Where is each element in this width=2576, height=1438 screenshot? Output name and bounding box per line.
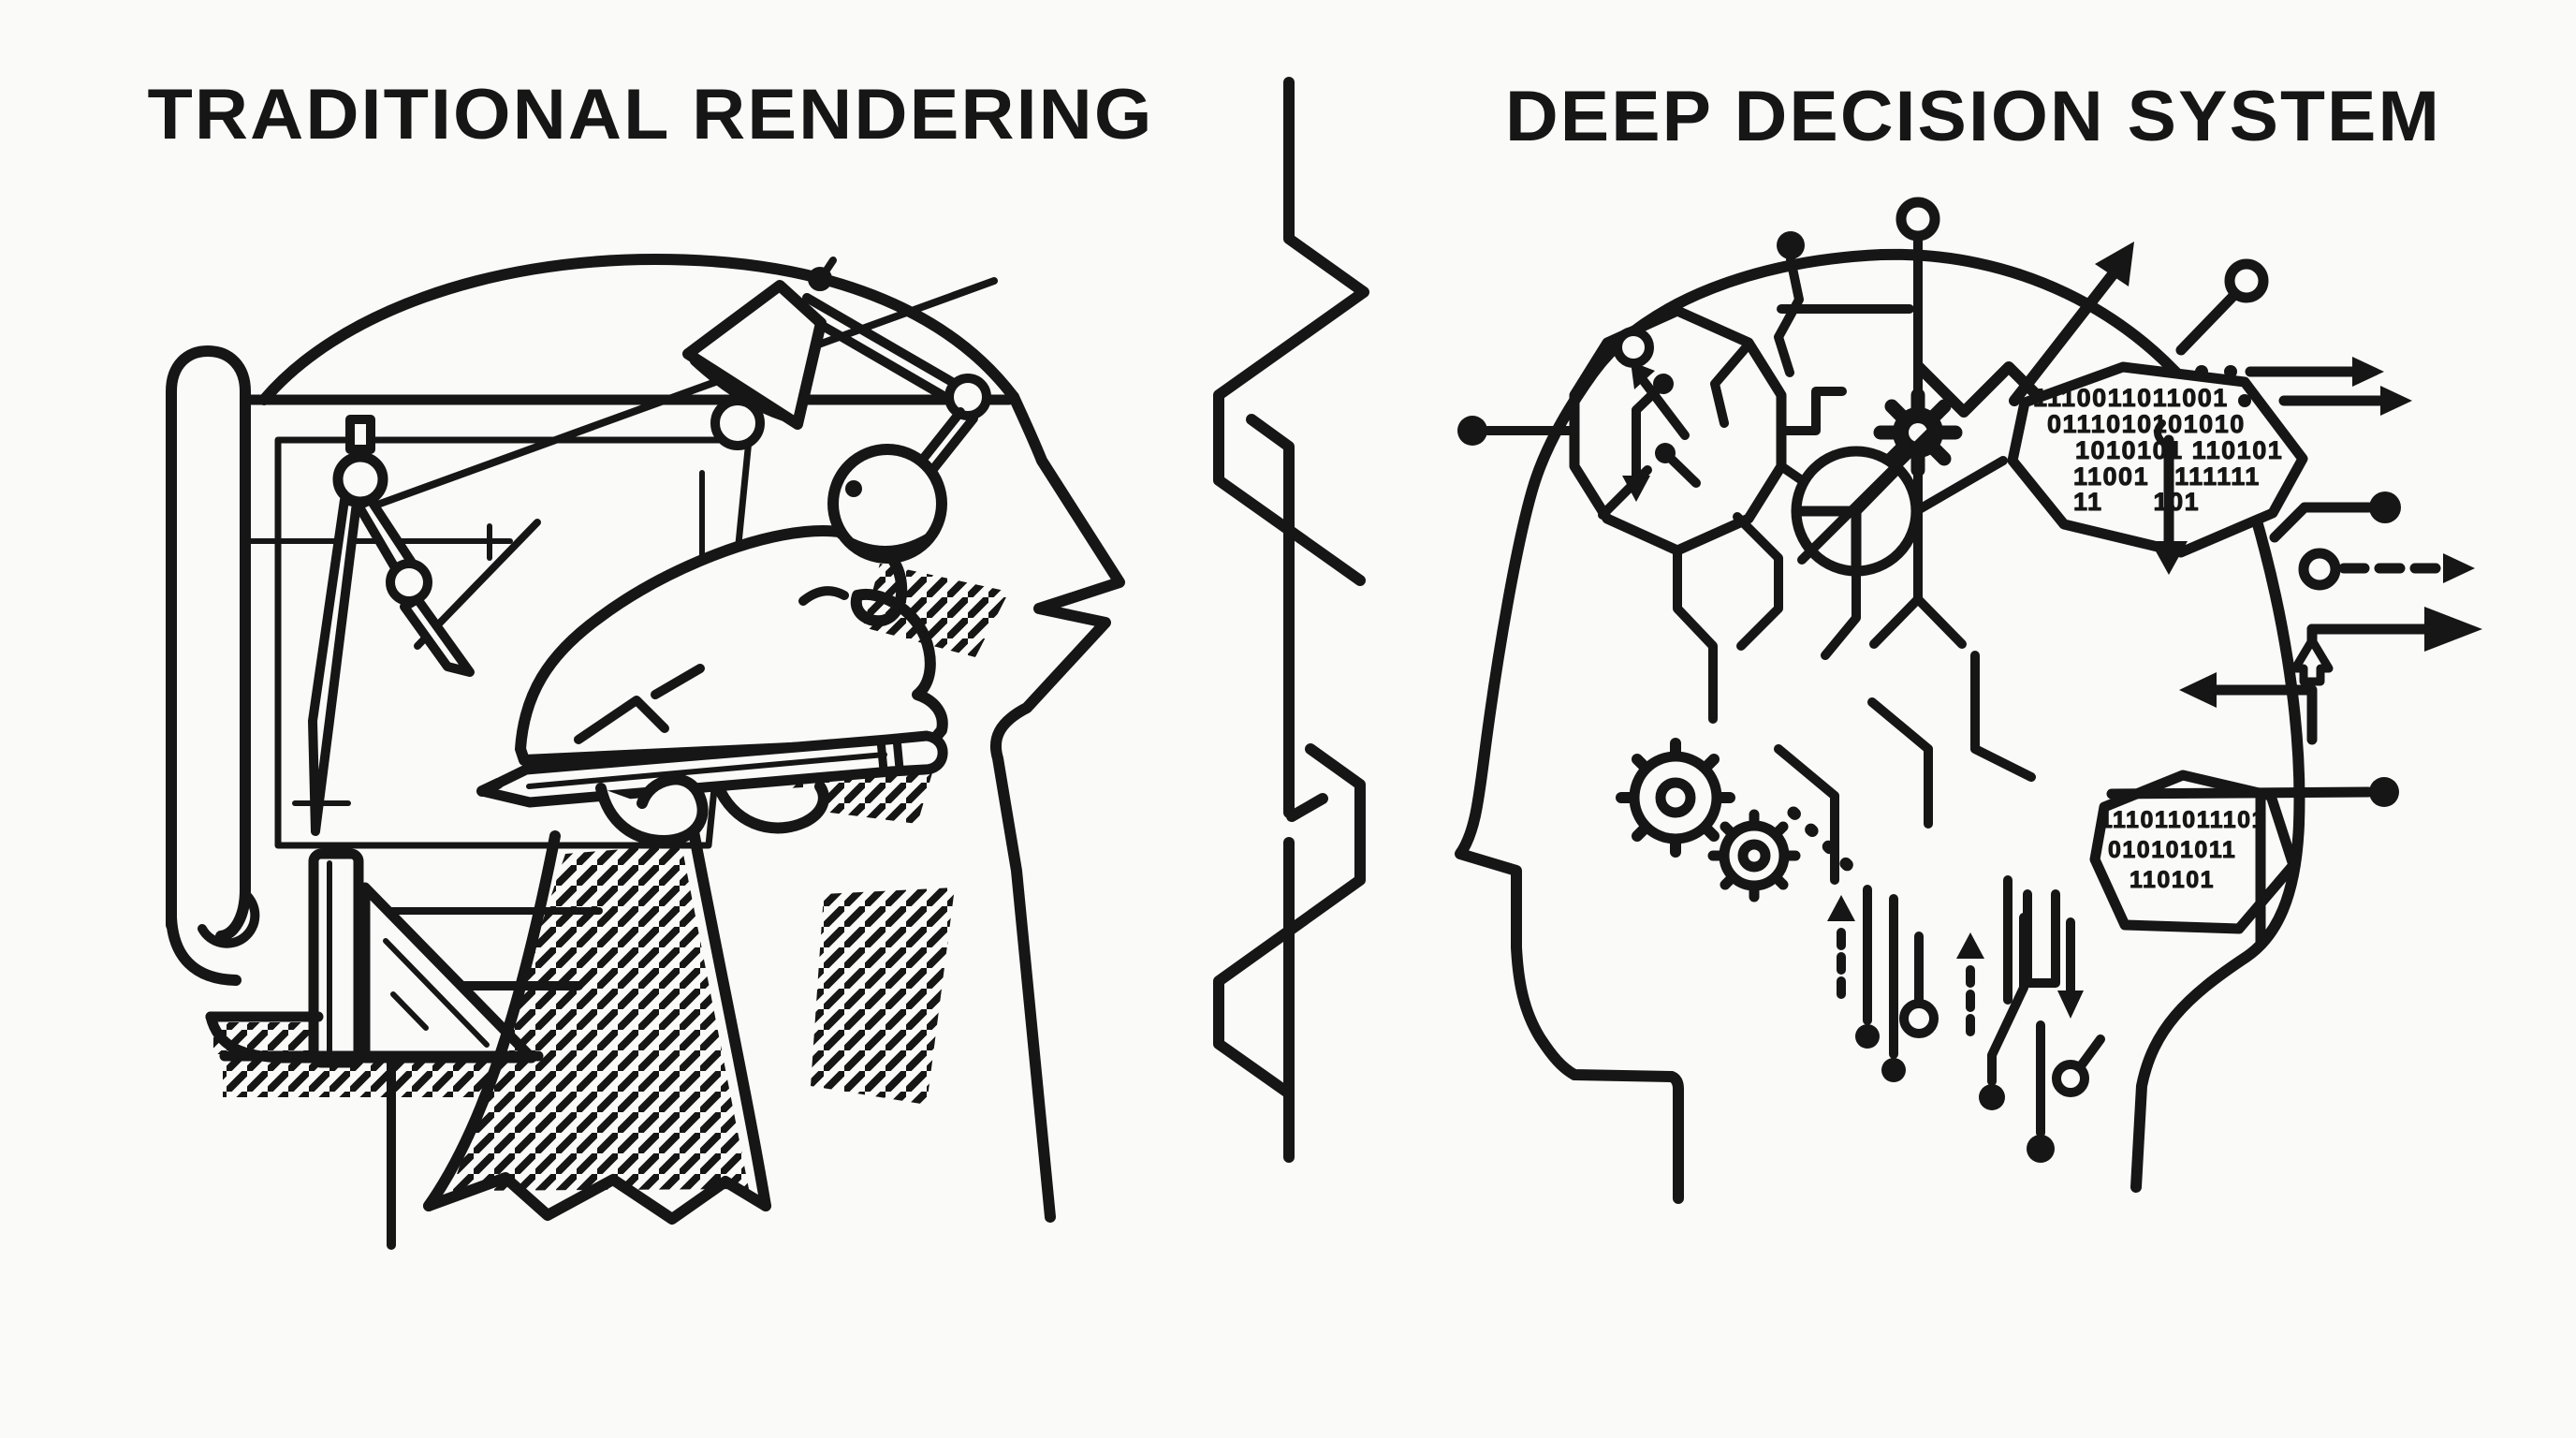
straightedge-line: [366, 277, 998, 511]
blueprint-sheet: [274, 436, 753, 849]
ring-node: [1613, 327, 1654, 368]
binary-line: 1010101 110101: [2075, 436, 2283, 464]
lamp-bulb: [710, 396, 765, 450]
outline-gears: [1616, 738, 1869, 902]
hatching: [811, 888, 955, 1105]
dot-node: [2369, 777, 2399, 807]
binary-line: 111011011101: [2100, 807, 2266, 833]
gear-icon: [1616, 738, 1735, 858]
pie-module: [1791, 428, 1935, 577]
antenna-dot: [1777, 231, 1805, 259]
hatching: [451, 844, 749, 1191]
binary-line: 11 101: [2073, 488, 2200, 516]
thumb: [595, 773, 829, 846]
lamp-elbow: [944, 374, 991, 420]
arrow-up-dashed: [1827, 895, 1855, 921]
binary-line: 010101011: [2108, 837, 2236, 863]
drafting-compass: [308, 415, 475, 836]
arrow-left: [2179, 672, 2217, 708]
ring-node: [2052, 1060, 2089, 1097]
zigzag-divider: [1213, 77, 1369, 1163]
face-profile: [989, 391, 1125, 1223]
binary-block-upper: 1110011011001 0111010101010 1010101 1101…: [2007, 258, 2308, 575]
right-title: DEEP DECISION SYSTEM: [1505, 77, 2441, 156]
ring-node: [2224, 258, 2269, 303]
head-dome: [258, 254, 1019, 405]
face-profile: [1455, 366, 1684, 1204]
arrowhead: [2095, 242, 2134, 286]
gear-icon: [1707, 809, 1801, 902]
lamp-shade: [682, 280, 827, 430]
binary-line: 110101: [2130, 867, 2215, 893]
hatching: [863, 564, 1009, 657]
arrow-up-dashed: [1956, 932, 1984, 959]
arrow-down: [2057, 990, 2084, 1019]
ruler-bar: [308, 848, 364, 1068]
gear-icon: [1873, 388, 1963, 477]
ball-joint: [827, 444, 947, 564]
desk-lamp: [682, 257, 991, 487]
left-title: TRADITIONAL RENDERING: [148, 75, 1154, 154]
arrow-up-outline: [2291, 636, 2334, 686]
data-arrows: [2179, 357, 2482, 745]
arrow-right-solid: [2424, 607, 2482, 652]
left-scene: [166, 254, 1125, 1250]
curled-finger: [715, 781, 829, 834]
arrow-up-left: [1631, 361, 1655, 389]
dot-node: [1457, 416, 1487, 446]
right-scene: 1110011011001 0111010101010 1010101 1101…: [1455, 197, 2482, 1204]
arrow-right: [2352, 357, 2384, 387]
arrow-down: [2150, 541, 2188, 575]
circuit-traces: [1673, 304, 2036, 885]
arrow-right: [2380, 386, 2412, 416]
pencil-tip: [476, 778, 504, 797]
bottom-circuit-cluster: [1827, 875, 2105, 1163]
drafting-tools: [205, 848, 544, 1250]
antenna-ring: [1895, 197, 1940, 242]
head-back: [2130, 481, 2305, 1193]
ring-node: [2298, 548, 2341, 591]
paper-scroll: [166, 345, 260, 986]
binary-chip-lower: 111011011101 010101011 110101: [2089, 770, 2399, 949]
binary-line: 1110011011001: [2033, 384, 2229, 412]
head-profile-left: [258, 254, 1125, 1223]
dot-node: [2369, 492, 2401, 523]
hatching: [223, 1060, 538, 1097]
lamp-arm: [802, 293, 963, 390]
dotted-diagonal: [1787, 806, 1869, 887]
hatching: [213, 1022, 315, 1054]
binary-line: 0111010101010: [2047, 410, 2246, 438]
arrow-right-dashed: [2443, 553, 2475, 583]
